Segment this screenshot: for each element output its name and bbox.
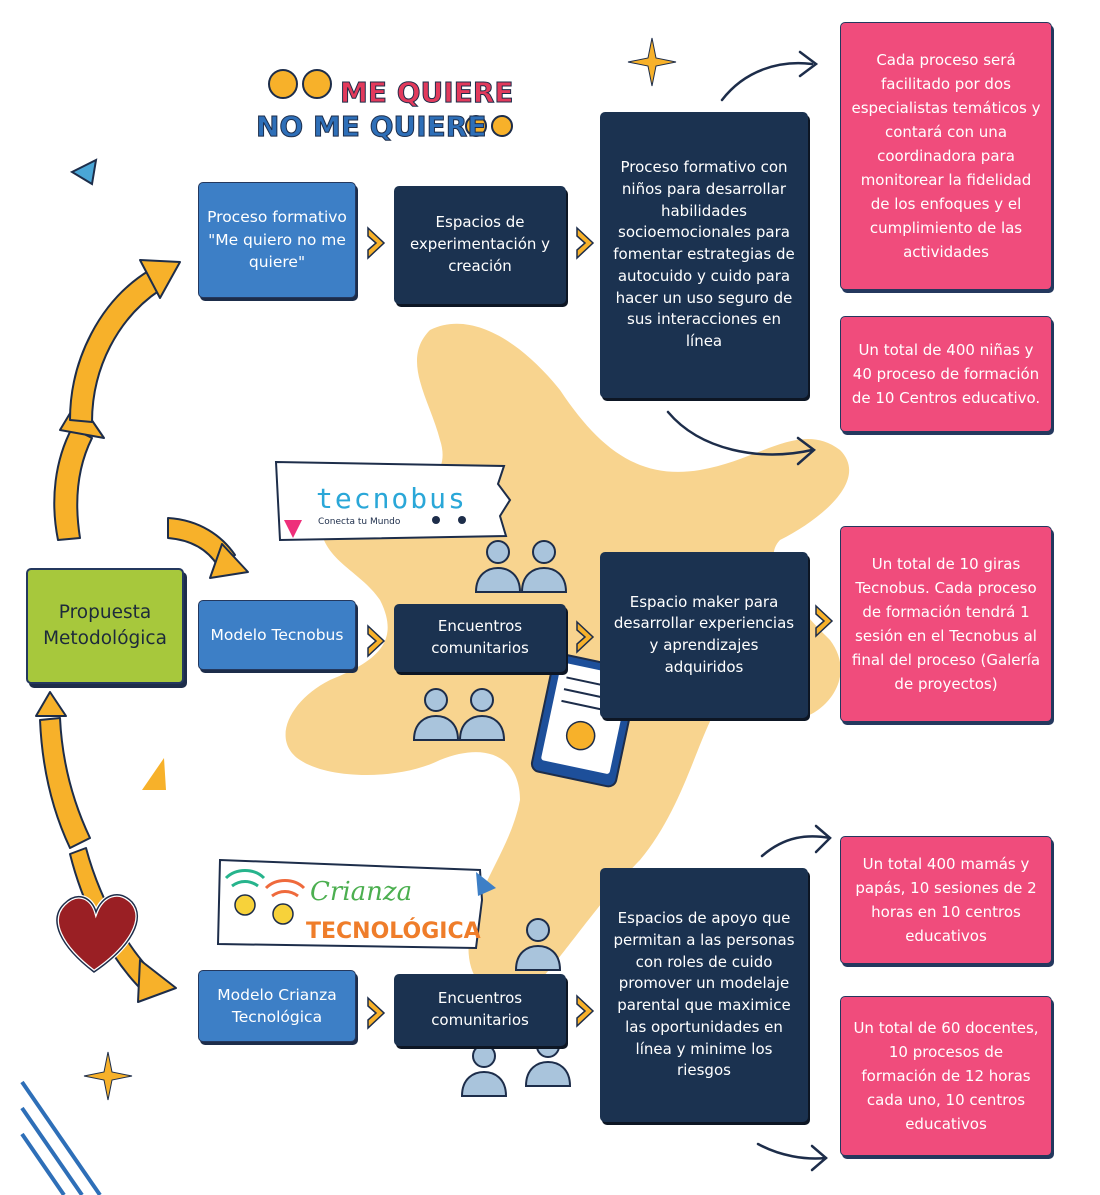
smiley-icon — [234, 894, 256, 916]
tecnobus-sticker — [274, 460, 512, 542]
central-box: Propuesta Metodológica — [26, 568, 184, 684]
row3-note1-box: Un total 400 mamás y papás, 10 sesiones … — [840, 836, 1052, 964]
row3-model-box: Modelo Crianza Tecnológica — [198, 970, 356, 1042]
row1-note1-box: Cada proceso será facilitado por dos esp… — [840, 22, 1052, 290]
triangle-icon — [69, 158, 98, 186]
star-icons — [83, 37, 677, 1101]
row1-detail-box: Proceso formativo con niños para desarro… — [600, 112, 808, 398]
wifi-icon — [224, 869, 306, 898]
row3-space-box: Encuentros comunitarios — [394, 974, 566, 1046]
row3-detail-box: Espacios de apoyo que permitan a las per… — [600, 868, 808, 1122]
row1-note2-box: Un total de 400 niñas y 40 proceso de fo… — [840, 316, 1052, 432]
logo-mequiere-line2: NO ME QUIERE — [256, 110, 487, 143]
row2-model-box: Modelo Tecnobus — [198, 600, 356, 670]
logo-crianza-line2: TECNOLÓGICA — [306, 918, 481, 944]
smiley-icon — [268, 69, 513, 137]
row2-detail-box: Espacio maker para desarrollar experienc… — [600, 552, 808, 718]
thin-arrows — [666, 50, 832, 1172]
logo-crianza-line1: Crianza — [310, 877, 412, 907]
logo-tecnobus-name: tecnobus — [316, 482, 467, 515]
row3-note2-box: Un total de 60 docentes, 10 procesos de … — [840, 996, 1052, 1156]
logo-tecnobus-tagline: Conecta tu Mundo — [318, 517, 401, 527]
smiley-icon — [272, 903, 294, 925]
people-icon — [412, 540, 572, 1097]
row1-space-box: Espacios de experimentación y creación — [394, 186, 566, 304]
row2-space-box: Encuentros comunitarios — [394, 604, 566, 672]
triangle-icon — [142, 758, 166, 790]
chevron-icons — [367, 226, 834, 1030]
row1-model-box: Proceso formativo "Me quiero no me quier… — [198, 182, 356, 298]
logo-mequiere-line1: ME QUIERE — [340, 76, 514, 109]
row2-note1-box: Un total de 10 giras Tecnobus. Cada proc… — [840, 526, 1052, 722]
corner-stripes — [20, 1080, 102, 1195]
